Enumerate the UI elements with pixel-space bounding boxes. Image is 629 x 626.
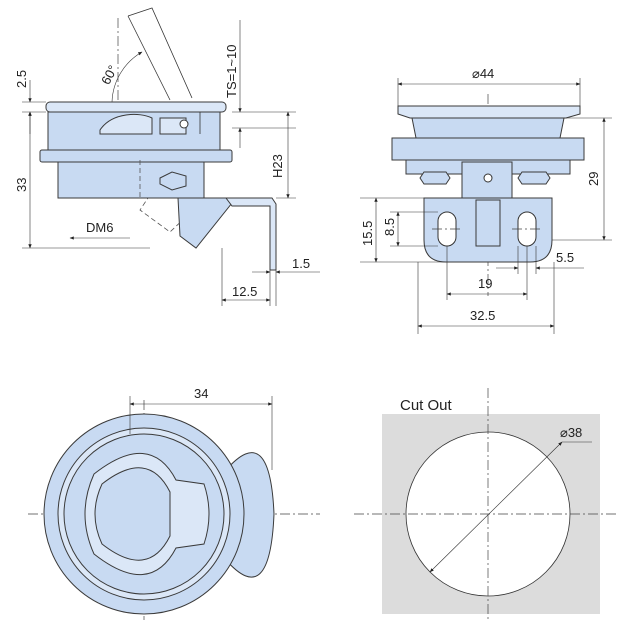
- nut-left: [419, 171, 451, 185]
- nut: [159, 171, 187, 191]
- dim-34: 34: [194, 386, 208, 401]
- cap: [397, 105, 581, 119]
- dim-32.5: 32.5: [470, 308, 495, 323]
- front-view: ⌀44 29 15.5 8.5 5.5 19 32.5: [360, 66, 612, 334]
- angle-arc: [111, 51, 143, 103]
- cut-out-title: Cut Out: [400, 397, 453, 414]
- cut-out-view: Cut Out ⌀38: [354, 388, 616, 620]
- dim-dm6: DM6: [86, 220, 113, 235]
- nut-right: [517, 171, 551, 185]
- dim-12.5: 12.5: [232, 284, 257, 299]
- taper: [411, 117, 565, 139]
- lower-ring: [39, 149, 233, 163]
- dim-dia44: ⌀44: [472, 66, 494, 81]
- ring: [391, 137, 585, 161]
- dim-15.5: 15.5: [360, 221, 375, 246]
- dim-h23: H23: [270, 154, 285, 178]
- dim-19: 19: [478, 276, 492, 291]
- handle: [99, 113, 153, 135]
- side-view: 60° 2.5 33 TS=1~10: [14, 7, 320, 306]
- pin-icon: [179, 119, 189, 129]
- handle-grip: [94, 467, 171, 561]
- dim-dia38: ⌀38: [560, 425, 582, 440]
- pin-icon: [483, 173, 493, 183]
- dim-5.5: 5.5: [556, 250, 574, 265]
- dim-ts: TS=1~10: [224, 45, 239, 99]
- angle-label: 60°: [98, 63, 120, 87]
- dim-33: 33: [14, 178, 29, 192]
- cam: [177, 197, 238, 249]
- flange: [45, 101, 227, 113]
- dim-29: 29: [586, 172, 601, 186]
- dim-8.5: 8.5: [382, 218, 397, 236]
- dim-1.5: 1.5: [292, 256, 310, 271]
- top-view: 34: [28, 386, 320, 620]
- dim-2.5: 2.5: [14, 70, 29, 88]
- stem: [475, 199, 501, 247]
- bracket: [225, 197, 277, 271]
